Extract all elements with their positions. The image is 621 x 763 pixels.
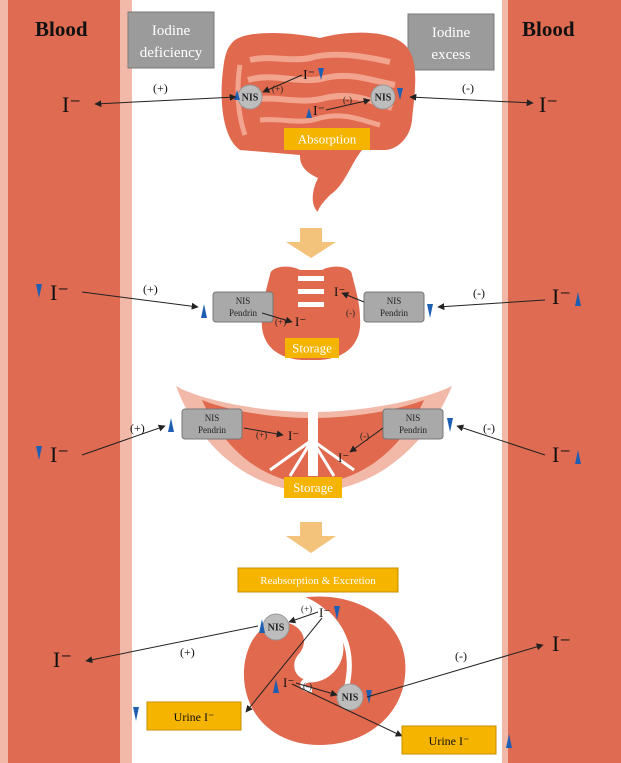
urine-label-left: Urine I⁻ [174, 710, 215, 724]
thyroid-minus: (-) [346, 308, 355, 318]
mammary-ion-right: I⁻ [338, 450, 349, 465]
pendrin-label: Pendrin [229, 308, 257, 318]
urine-label-right: Urine I⁻ [429, 734, 470, 748]
nis-label: NIS [406, 413, 421, 423]
blood-ion-4-left: I⁻ [53, 647, 72, 672]
up-triangle-marker [201, 304, 207, 318]
intestine-right-minus: (-) [462, 81, 474, 95]
thyroid-ion-top: I⁻ [334, 284, 345, 299]
iodine-excess-line1: Iodine [432, 25, 471, 41]
pendrin-label: Pendrin [198, 425, 226, 435]
nis-label: NIS [375, 93, 392, 104]
blood-ion-1-left: I⁻ [62, 92, 81, 117]
mammary-left-plus: (+) [130, 421, 145, 435]
nis-label: NIS [242, 93, 259, 104]
mammary-ion-left: I⁻ [288, 428, 299, 443]
thyroid-right-minus: (-) [473, 286, 485, 300]
intestine-left-plus: (+) [153, 81, 168, 95]
iodine-deficiency-box: Iodine deficiency [128, 12, 214, 68]
kidney-ion-top: I⁻ [319, 605, 330, 620]
kidney-right-minus: (-) [455, 649, 467, 663]
nis-label: NIS [342, 693, 359, 704]
iodine-excess-box: Iodine excess [408, 14, 494, 70]
intestine-minus: (-) [343, 95, 352, 105]
down-triangle-marker [447, 418, 453, 432]
intestine-ion-bottom: I⁻ [313, 104, 325, 119]
blood-ion-4-right: I⁻ [552, 631, 571, 656]
iodine-deficiency-line1: Iodine [152, 23, 191, 39]
blood-label-right: Blood [522, 17, 575, 41]
nis-label: NIS [268, 623, 285, 634]
iodine-deficiency-line2: deficiency [140, 45, 203, 61]
blood-label-left: Blood [35, 17, 88, 41]
storage-label-mammary: Storage [293, 480, 333, 495]
kidney-ion-bottom: I⁻ [283, 675, 294, 690]
thyroid-left-plus: (+) [143, 282, 158, 296]
mammary-right-minus: (-) [483, 421, 495, 435]
down-arrow-icon [286, 228, 336, 258]
blood-ion-2-left: I⁻ [50, 280, 69, 305]
reabsorption-label: Reabsorption & Excretion [260, 575, 376, 587]
blood-ion-1-right: I⁻ [539, 92, 558, 117]
nis-label: NIS [205, 413, 220, 423]
absorption-label: Absorption [298, 132, 357, 147]
intestine-ion-top: I⁻ [303, 68, 315, 83]
blood-ion-2-right: I⁻ [552, 284, 571, 309]
nis-label: NIS [236, 296, 251, 306]
down-arrow-icon [286, 522, 336, 553]
down-triangle-marker [133, 707, 139, 721]
kidney-left-plus: (+) [180, 645, 195, 659]
iodine-excess-line2: excess [431, 47, 470, 63]
blood-ion-3-left: I⁻ [50, 442, 69, 467]
storage-label-thyroid: Storage [292, 341, 332, 356]
down-triangle-marker [427, 304, 433, 318]
up-triangle-marker [168, 418, 174, 432]
blood-ion-3-right: I⁻ [552, 442, 571, 467]
intestine-icon [222, 33, 416, 212]
thyroid-ion-bottom: I⁻ [295, 314, 306, 329]
kidney-plus: (+) [301, 604, 312, 614]
nis-label: NIS [387, 296, 402, 306]
pendrin-label: Pendrin [399, 425, 427, 435]
pendrin-label: Pendrin [380, 308, 408, 318]
